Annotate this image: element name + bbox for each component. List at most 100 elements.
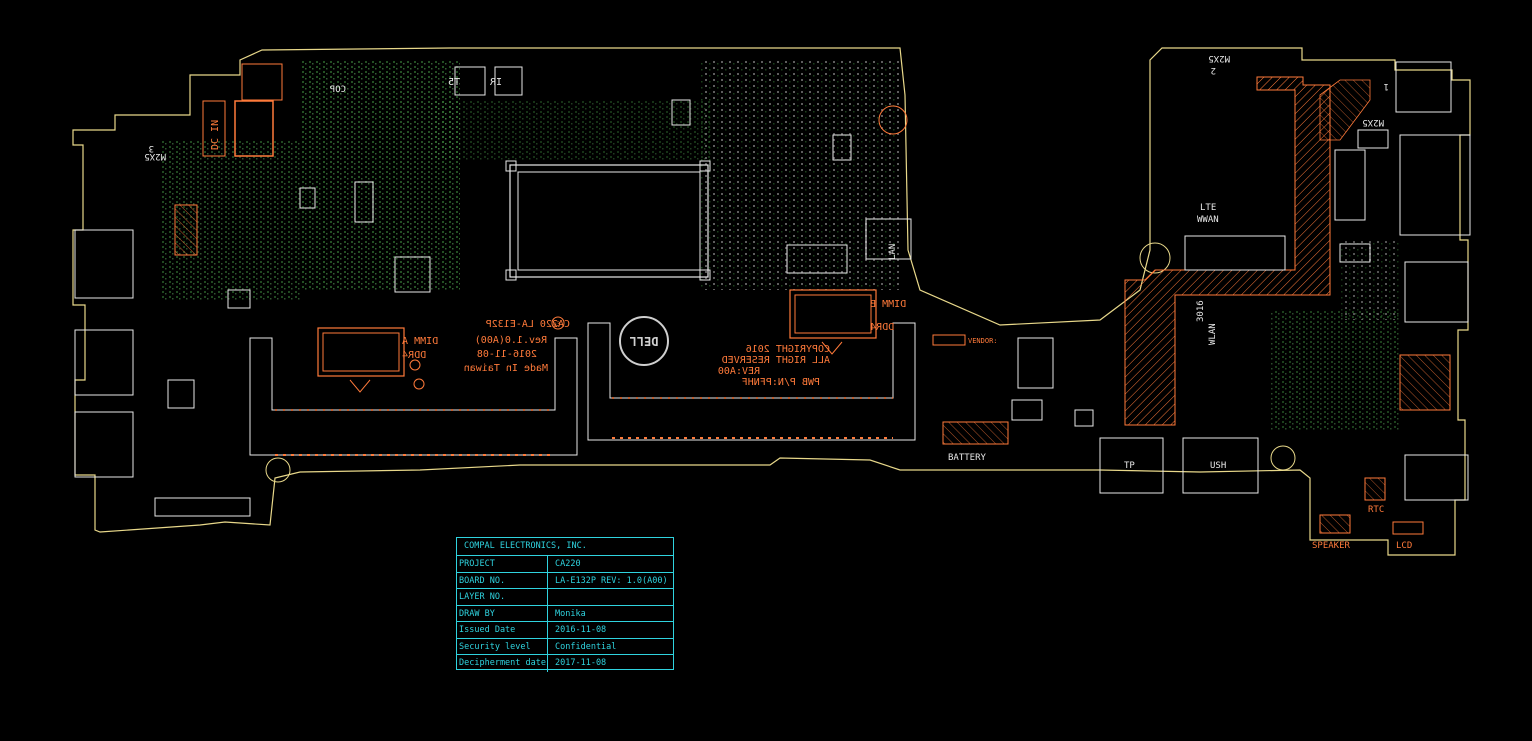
tb-label: BOARD NO. [457, 572, 548, 588]
e3-marker [551, 316, 565, 330]
pwb-text: PWB P/N:PFNHF [742, 377, 820, 388]
battery-connector [942, 421, 1009, 445]
ir-box [494, 66, 523, 96]
rtc-connector [1364, 477, 1386, 501]
tb-value: 2017-11-08 [555, 658, 607, 668]
dc-in-box [202, 100, 226, 157]
dimm-a-slot [249, 337, 578, 456]
board-date: 2016-11-08 [477, 349, 537, 360]
dimm-b-label: DIMM B [870, 299, 906, 310]
mount-hole-left [265, 457, 291, 483]
usb-label: USH [1210, 461, 1226, 471]
tb-row-security-level: Security level Confidential [457, 638, 673, 655]
tp-connector [1099, 437, 1164, 494]
right-connector-2 [1399, 134, 1471, 236]
tb-value: Confidential [555, 641, 617, 652]
copyright-block: COPYRIGHT 2016 ALL RIGHT RESERVED REV:A0… [718, 344, 830, 388]
component-field-top [430, 100, 710, 160]
dc-in-label: DC IN [210, 120, 221, 150]
speaker-connector [1319, 514, 1351, 534]
tb-value: 2016-11-08 [555, 625, 607, 635]
vendor-label: VENDOR: [968, 337, 998, 345]
dell-logo: DELL [630, 334, 659, 348]
cpu-corner [699, 269, 711, 281]
dc-in-connector [234, 100, 274, 157]
battery-label: BATTERY [948, 453, 987, 463]
rev-text: REV:A00 [718, 366, 760, 377]
tb-value [548, 589, 555, 605]
tb-value: Monika [555, 608, 586, 619]
board-id-block: CA220 LA-E132P Rev.1.0(A00) 2016-11-08 M… [464, 319, 570, 374]
title-block: COMPAL ELECTRONICS, INC. PROJECT CA220 B… [456, 537, 674, 672]
left-board-outline [72, 47, 1471, 556]
cpu-corner [505, 269, 517, 281]
board-id: CA220 LA-E132P [486, 319, 570, 330]
tb-label: Decipherment date [457, 655, 548, 672]
ir-label: IR [489, 77, 502, 88]
m2x5-top-num: 2 [1211, 65, 1216, 75]
component-field-right [700, 60, 900, 290]
tb-row-board-no: BOARD NO. LA-E132P REV: 1.0(A00) [457, 572, 673, 589]
small-components [167, 99, 1389, 427]
dimm-a-label-box [317, 327, 405, 377]
sd-card-slot [1399, 354, 1451, 411]
wwan-connector [1184, 235, 1286, 271]
t5-box [454, 66, 486, 96]
wlan-label: WLAN [1208, 323, 1218, 345]
dimm-b-slot [587, 322, 916, 441]
tp-label: TP [1124, 461, 1135, 471]
cpu-corner [505, 160, 517, 172]
mount-hole-right [1270, 445, 1296, 471]
dimm-b-type: DDR4 [870, 322, 894, 333]
lte-label: LTE [1200, 203, 1216, 213]
lcd-connector [1392, 521, 1424, 535]
wwan-label: WWAN [1197, 215, 1219, 225]
tb-row-decipherment-date: Decipherment date 2017-11-08 [457, 655, 673, 672]
tb-label: DRAW BY [457, 605, 548, 621]
lan-box [865, 218, 912, 260]
rights-text: ALL RIGHT RESERVED [722, 355, 830, 366]
heatpipe-hatch-top [1319, 79, 1371, 141]
left-usb-1 [74, 229, 134, 299]
right-connector-1 [1395, 61, 1452, 113]
component-field-left [300, 60, 460, 290]
left-hatched-pad [174, 204, 198, 256]
tb-row-issued-date: Issued Date 2016-11-08 [457, 622, 673, 639]
tb-label: LAYER NO. [457, 589, 548, 605]
copyright-text: COPYRIGHT 2016 [746, 344, 830, 355]
tb-value: CA220 [555, 559, 581, 569]
tb-row-layer-no: LAYER NO. [457, 589, 673, 606]
tb-value: LA-E132P REV: 1.0(A00) [555, 575, 668, 586]
tb-label: Security level [457, 638, 548, 654]
heatpipe-hatch [1124, 76, 1331, 426]
rtc-label: RTC [1368, 505, 1384, 515]
m2x5-right-num: 1 [1384, 81, 1389, 91]
tb-label: PROJECT [457, 556, 548, 572]
made-in-taiwan: Made In Taiwan [464, 363, 548, 374]
cpu-die-outline [517, 171, 701, 271]
pb-marker [409, 359, 421, 371]
mount-hole-top [878, 105, 908, 135]
m2x5-left-label: M2X5 [144, 151, 166, 161]
dc-in-pad [241, 63, 283, 101]
dimm-b-label-box [789, 289, 877, 339]
cpu-outline [509, 164, 709, 278]
hf-marker [413, 378, 425, 390]
m2x5-right-label: M2X5 [1362, 117, 1384, 127]
bottom-left-connector [154, 497, 251, 517]
m2x5-top-label: M2X5 [1208, 53, 1230, 63]
component-field-lower-right [1270, 310, 1400, 430]
t5-label: T5 [448, 77, 460, 88]
board-rev: Rev.1.0(A00) [475, 335, 547, 346]
tb-row-draw-by: DRAW BY Monika [457, 605, 673, 622]
dimm-b-arrow [821, 341, 843, 355]
tb-row-project: PROJECT CA220 [457, 556, 673, 573]
wlan-size: 3016 [1196, 300, 1206, 322]
vendor-box [932, 334, 966, 346]
left-usb-2 [74, 329, 134, 396]
dimm-b-label-inner [794, 294, 872, 334]
right-connector-3 [1404, 261, 1469, 323]
company-name: COMPAL ELECTRONICS, INC. [457, 538, 673, 556]
dimm-a-label: DIMM A [402, 336, 438, 347]
